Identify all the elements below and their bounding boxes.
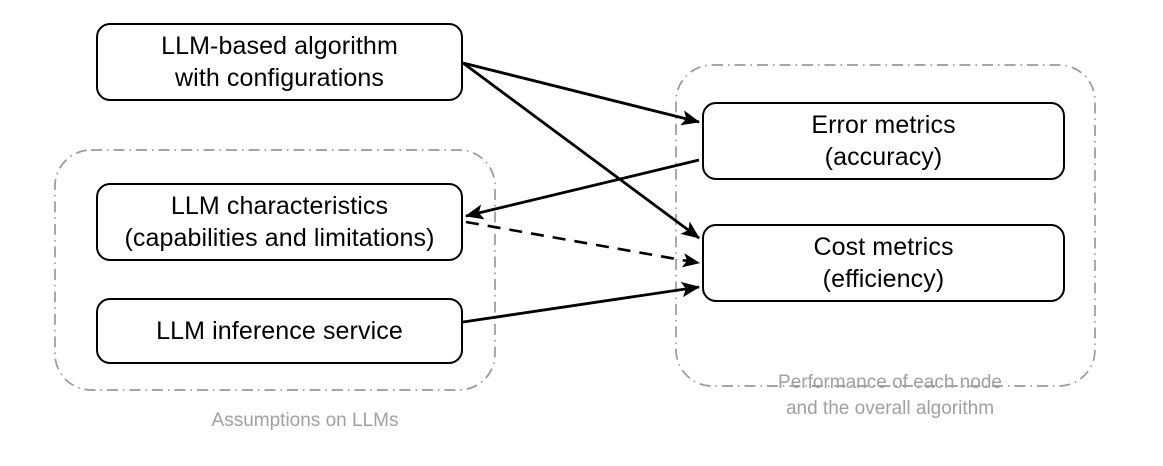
group-performance (675, 64, 1096, 387)
node-cost-metrics-label: Cost metrics(efficiency) (813, 233, 954, 293)
caption-assumptions-on-llms: Assumptions on LLMs (211, 410, 399, 431)
node-llm-characteristics-label: LLM characteristics(capabilities and lim… (124, 192, 435, 252)
edge-algorithm-to-cost-metrics (462, 61, 700, 240)
edge-llm-inference-service-to-cost-metrics (462, 281, 701, 324)
node-error-metrics[interactable]: Error metrics(accuracy) (702, 102, 1065, 180)
node-error-metrics-label: Error metrics(accuracy) (811, 111, 956, 171)
node-llm-inference-service[interactable]: LLM inference service (96, 298, 463, 364)
group-assumptions-on-llms (54, 149, 496, 391)
node-llm-inference-service-label: LLM inference service (156, 317, 403, 345)
node-llm-characteristics[interactable]: LLM characteristics(capabilities and lim… (96, 183, 463, 261)
edge-error-metrics-to-llm-characteristics (464, 158, 700, 220)
edge-algorithm-to-error-metrics (462, 61, 701, 126)
edge-llm-characteristics-to-cost-metrics (465, 220, 701, 268)
node-cost-metrics[interactable]: Cost metrics(efficiency) (702, 224, 1065, 302)
